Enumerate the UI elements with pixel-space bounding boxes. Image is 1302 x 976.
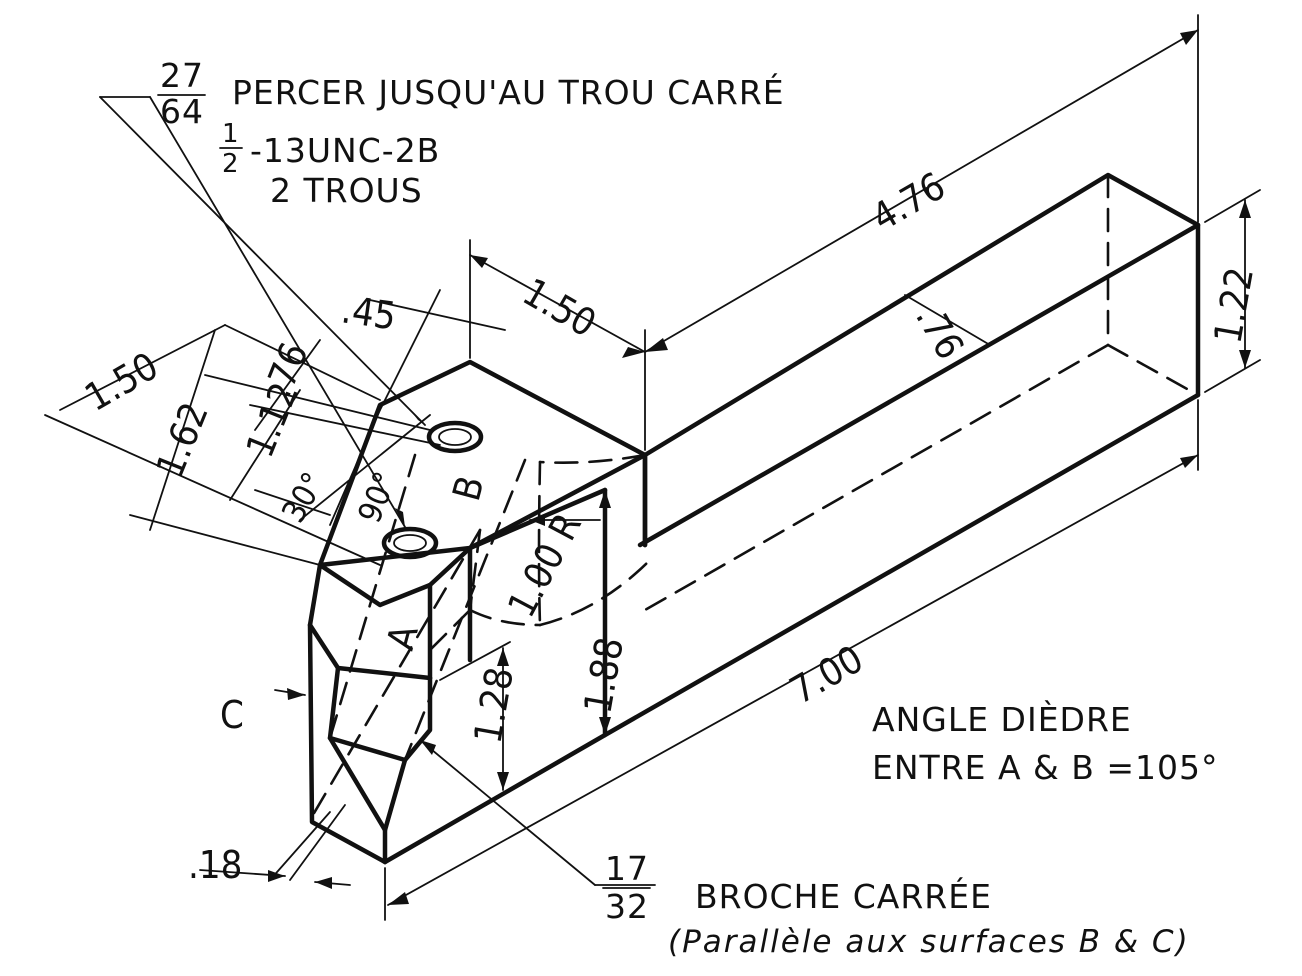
dim-1-62: 1.62 [148, 396, 217, 483]
surface-label-a: A [378, 620, 427, 655]
drill-note: 27 64 PERCER JUSQU'AU TROU CARRÉ [157, 56, 785, 131]
pin-note-text: BROCHE CARRÉE [695, 876, 992, 916]
pin-note: 17 32 BROCHE CARRÉE (Parallèle aux surfa… [602, 849, 1190, 960]
dim-1-50-left: 1.50 [78, 344, 166, 420]
dim-30-deg: 30° [274, 466, 332, 529]
dim-1-50-top: 1.50 [516, 270, 604, 346]
drill-fraction-numerator: 27 [160, 56, 204, 95]
dim-90-deg: 90° [350, 466, 404, 528]
surface-label-c: C [220, 693, 244, 737]
pin-fraction-numerator: 17 [605, 849, 649, 888]
thread-note-text: -13UNC-2B [250, 131, 440, 170]
dim-1-12: 1.12 [238, 376, 307, 463]
dihedral-line-1: ANGLE DIÈDRE [872, 699, 1132, 739]
drill-fraction-denominator: 64 [160, 92, 204, 131]
holes-count-text: 2 TROUS [270, 171, 423, 210]
dim-7-00: 7.00 [783, 637, 871, 713]
arrowheads [268, 30, 1251, 905]
dim-018: .18 [188, 843, 242, 887]
dim-1-22: 1.22 [1206, 264, 1263, 347]
dihedral-note: ANGLE DIÈDRE ENTRE A & B =105° [872, 699, 1219, 787]
thread-note: 1 2 -13UNC-2B 2 TROUS [219, 119, 440, 210]
dim-076-right: .76 [907, 298, 972, 367]
dihedral-line-2: ENTRE A & B =105° [872, 748, 1219, 787]
dim-045: .45 [339, 287, 399, 338]
dim-4-76: 4.76 [865, 164, 953, 240]
dim-1-28: 1.28 [466, 664, 523, 747]
pin-fraction-denominator: 32 [605, 887, 649, 926]
dim-1-88: 1.88 [576, 634, 633, 717]
surface-label-b: B [444, 471, 493, 505]
hidden-lines [308, 173, 1200, 822]
threaded-holes [381, 420, 484, 560]
pin-note-subtext: (Parallèle aux surfaces B & C) [668, 924, 1190, 960]
thread-fraction-denominator: 2 [222, 149, 240, 179]
drill-note-text: PERCER JUSQU'AU TROU CARRÉ [232, 72, 785, 112]
dimension-lines [44, 14, 1261, 921]
thread-fraction-numerator: 1 [222, 119, 240, 149]
